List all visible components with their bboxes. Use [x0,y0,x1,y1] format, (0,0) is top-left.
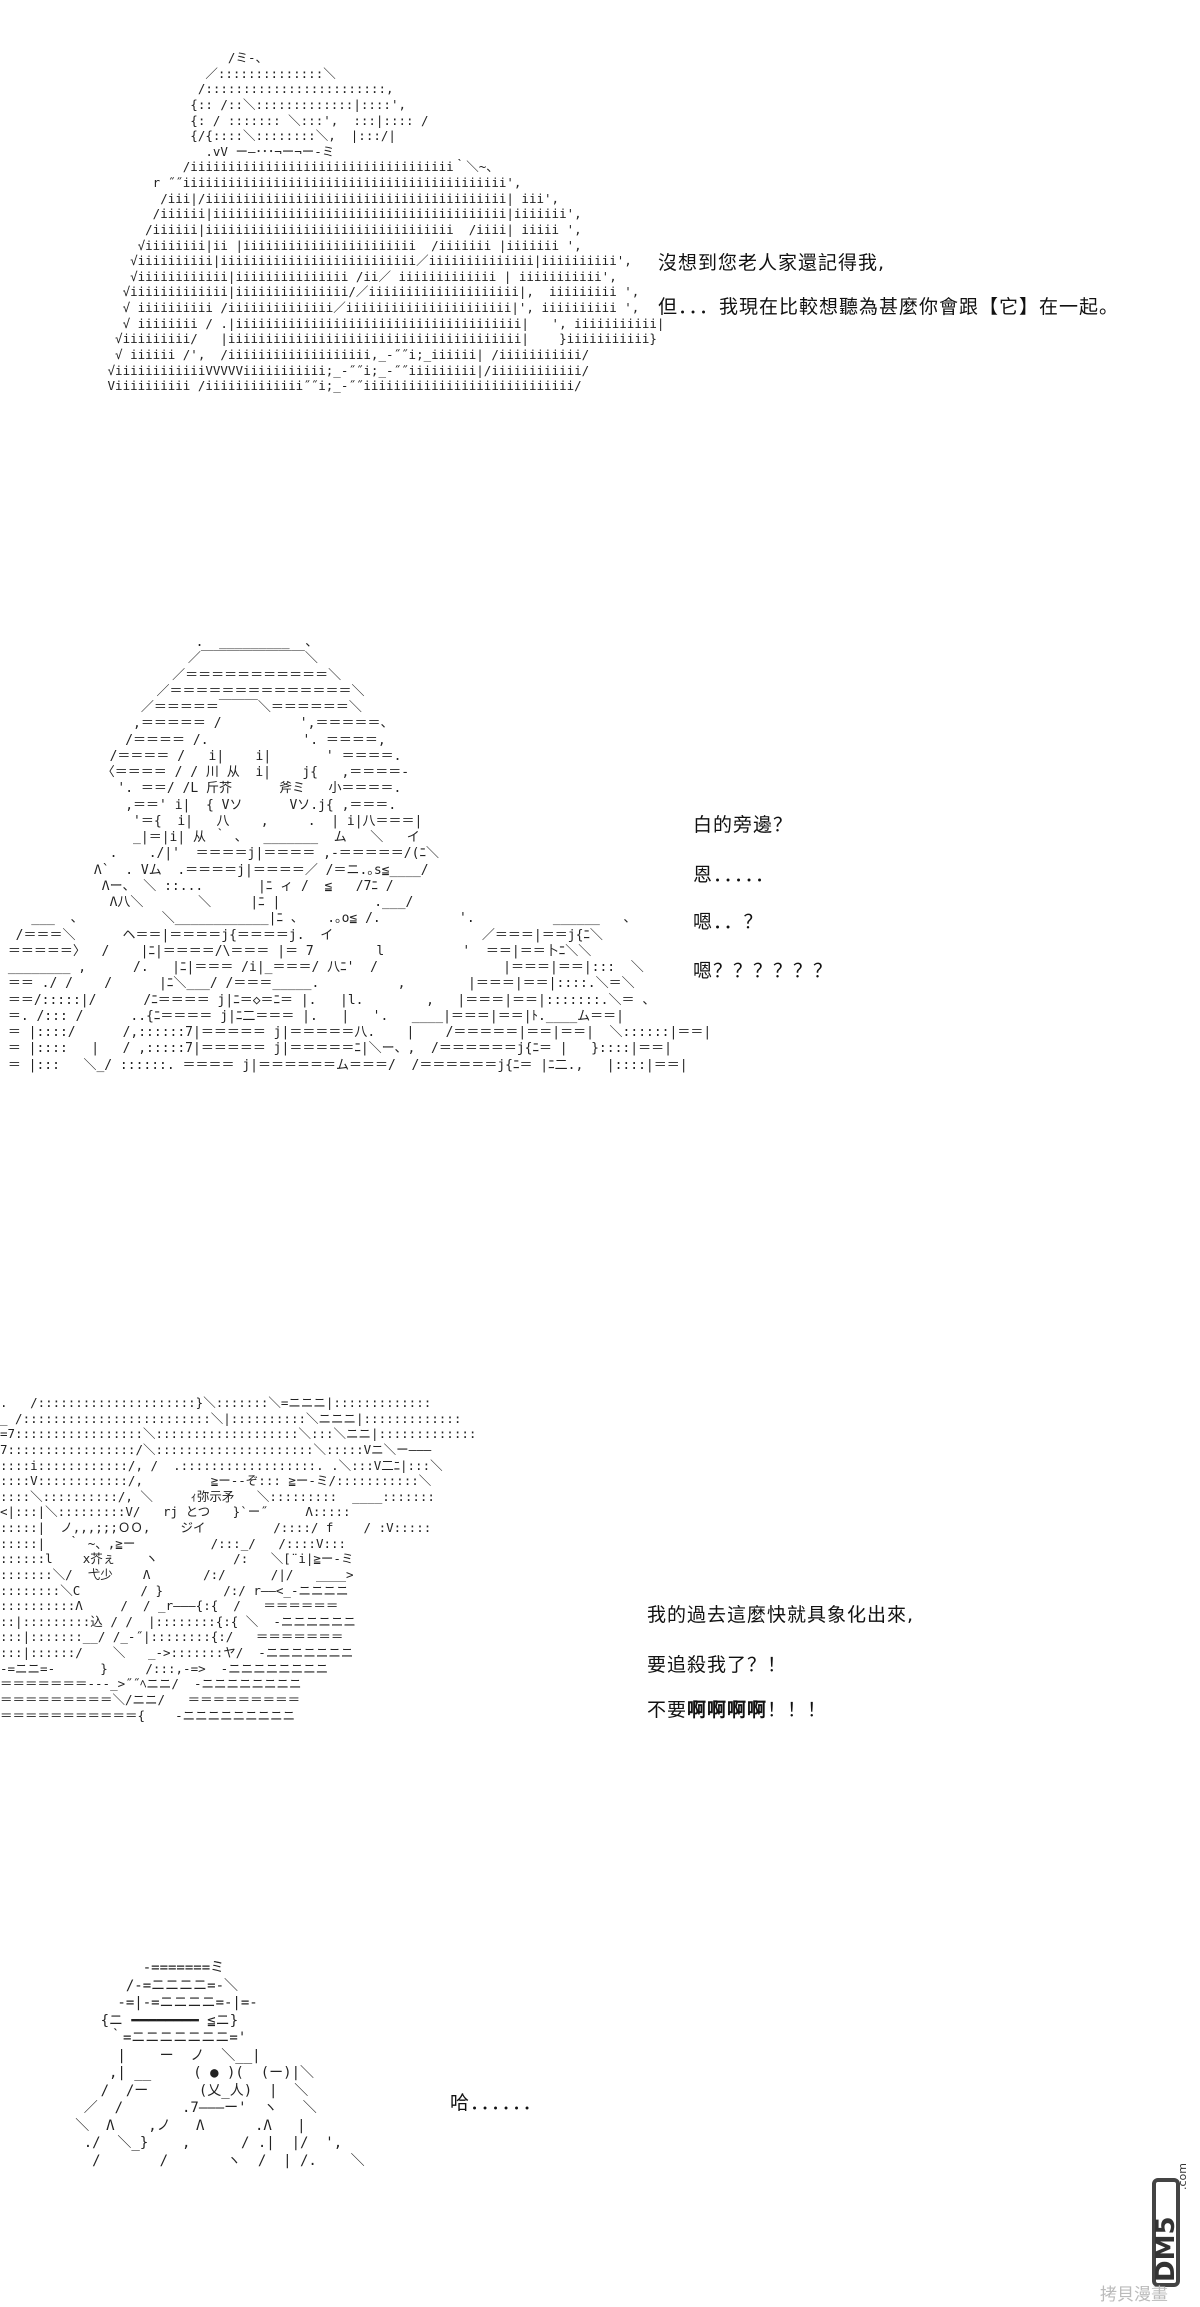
ascii-art-girl-with-hat: . _________ 、 ／￣￣￣￣￣￣￣￣＼ ／＝＝＝＝＝＝＝＝＝＝＝＼ ／… [7,635,712,1073]
dialogue-line: 沒想到您老人家還記得我, [658,252,886,274]
dialogue-line: 嗯．．？ [693,911,764,933]
svg-text:DM5: DM5 [1151,2216,1181,2282]
dialogue-line: 不要啊啊啊啊！！！ [647,1695,827,1722]
svg-text:.com: .com [1176,2163,1189,2190]
dialogue-line: 但．．．我現在比較想聽為甚麼你會跟【它】在一起。 [658,296,1120,318]
dialogue-line: 我的過去這麼快就具象化出來, [647,1604,915,1626]
dialogue-line: 哈．．．．．． [450,2092,543,2114]
dialogue-part: 不要 [647,1699,688,1721]
dialogue-part: ！！！ [767,1699,828,1721]
dm5-logo: DM5 .com [1151,2163,1189,2287]
ascii-art-hooded-figure: /ミ-、 ／::::::::::::::＼ /:::::::::::::::::… [107,50,665,394]
dialogue-line: 要追殺我了？！ [647,1654,788,1676]
dialogue-emphasis: 啊啊啊啊 [687,1699,768,1721]
dialogue-line: 恩．．．．． [693,864,776,886]
watermark-caption: 拷貝漫畫 [1100,2285,1168,2305]
ascii-art-hat-character: -=======ミ /-=ニニニニ=-＼ -=|-=ニニニニ=-|=- {ニ ━… [75,1960,365,2169]
dialogue-line: 嗯？？？？？？ [693,960,834,982]
dialogue-line: 白的旁邊？ [693,814,794,836]
ascii-art-monster-closeup: . /:::::::::::::::::::::}＼:::::::＼=ニニニ|:… [0,1395,477,1723]
